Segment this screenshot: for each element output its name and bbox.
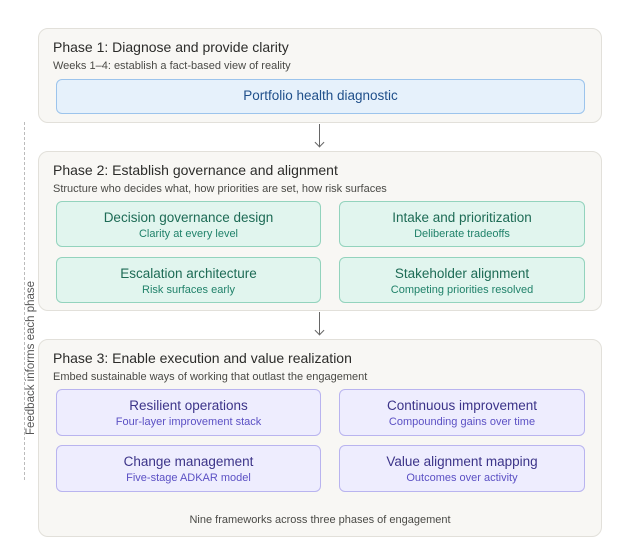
card-continuous-improvement: Continuous improvement Compounding gains… [339,389,585,436]
card-title: Portfolio health diagnostic [243,88,398,103]
card-value-alignment-mapping: Value alignment mapping Outcomes over ac… [339,445,585,492]
card-subtitle: Risk surfaces early [142,284,235,296]
card-title: Decision governance design [103,210,274,225]
card-title: Change management [123,454,254,469]
card-escalation-architecture: Escalation architecture Risk surfaces ea… [56,257,321,303]
phase-1-panel: Phase 1: Diagnose and provide clarity We… [38,28,602,123]
card-title: Continuous improvement [386,398,538,413]
card-subtitle: Five-stage ADKAR model [126,472,251,484]
card-title: Value alignment mapping [386,454,538,469]
card-title: Stakeholder alignment [394,266,530,281]
card-title: Intake and prioritization [392,210,532,225]
card-subtitle: Four-layer improvement stack [115,416,262,428]
card-change-management: Change management Five-stage ADKAR model [56,445,321,492]
arrow-down-icon [319,312,320,334]
phase-subtitle: Weeks 1–4: establish a fact-based view o… [53,60,291,72]
card-resilient-operations: Resilient operations Four-layer improvem… [56,389,321,436]
phase-subtitle: Structure who decides what, how prioriti… [53,183,387,195]
feedback-label: Feedback informs each phase [25,278,37,438]
phase-title: Phase 1: Diagnose and provide clarity [53,39,289,55]
card-decision-governance: Decision governance design Clarity at ev… [56,201,321,247]
card-intake-prioritization: Intake and prioritization Deliberate tra… [339,201,585,247]
card-portfolio-health-diagnostic: Portfolio health diagnostic [56,79,585,114]
footer-note: Nine frameworks across three phases of e… [189,514,451,526]
phase-subtitle: Embed sustainable ways of working that o… [53,371,368,383]
arrow-down-icon [319,124,320,146]
card-title: Escalation architecture [120,266,257,281]
card-subtitle: Clarity at every level [138,228,239,240]
phase-title: Phase 3: Enable execution and value real… [53,350,352,366]
feedback-loop-line [24,122,25,480]
phase-title: Phase 2: Establish governance and alignm… [53,162,338,178]
card-subtitle: Competing priorities resolved [390,284,534,296]
card-subtitle: Deliberate tradeoffs [414,228,510,240]
card-subtitle: Outcomes over activity [406,472,518,484]
phase-2-panel: Phase 2: Establish governance and alignm… [38,151,602,311]
card-title: Resilient operations [129,398,248,413]
phase-3-panel: Phase 3: Enable execution and value real… [38,339,602,537]
card-subtitle: Compounding gains over time [388,416,536,428]
card-stakeholder-alignment: Stakeholder alignment Competing prioriti… [339,257,585,303]
